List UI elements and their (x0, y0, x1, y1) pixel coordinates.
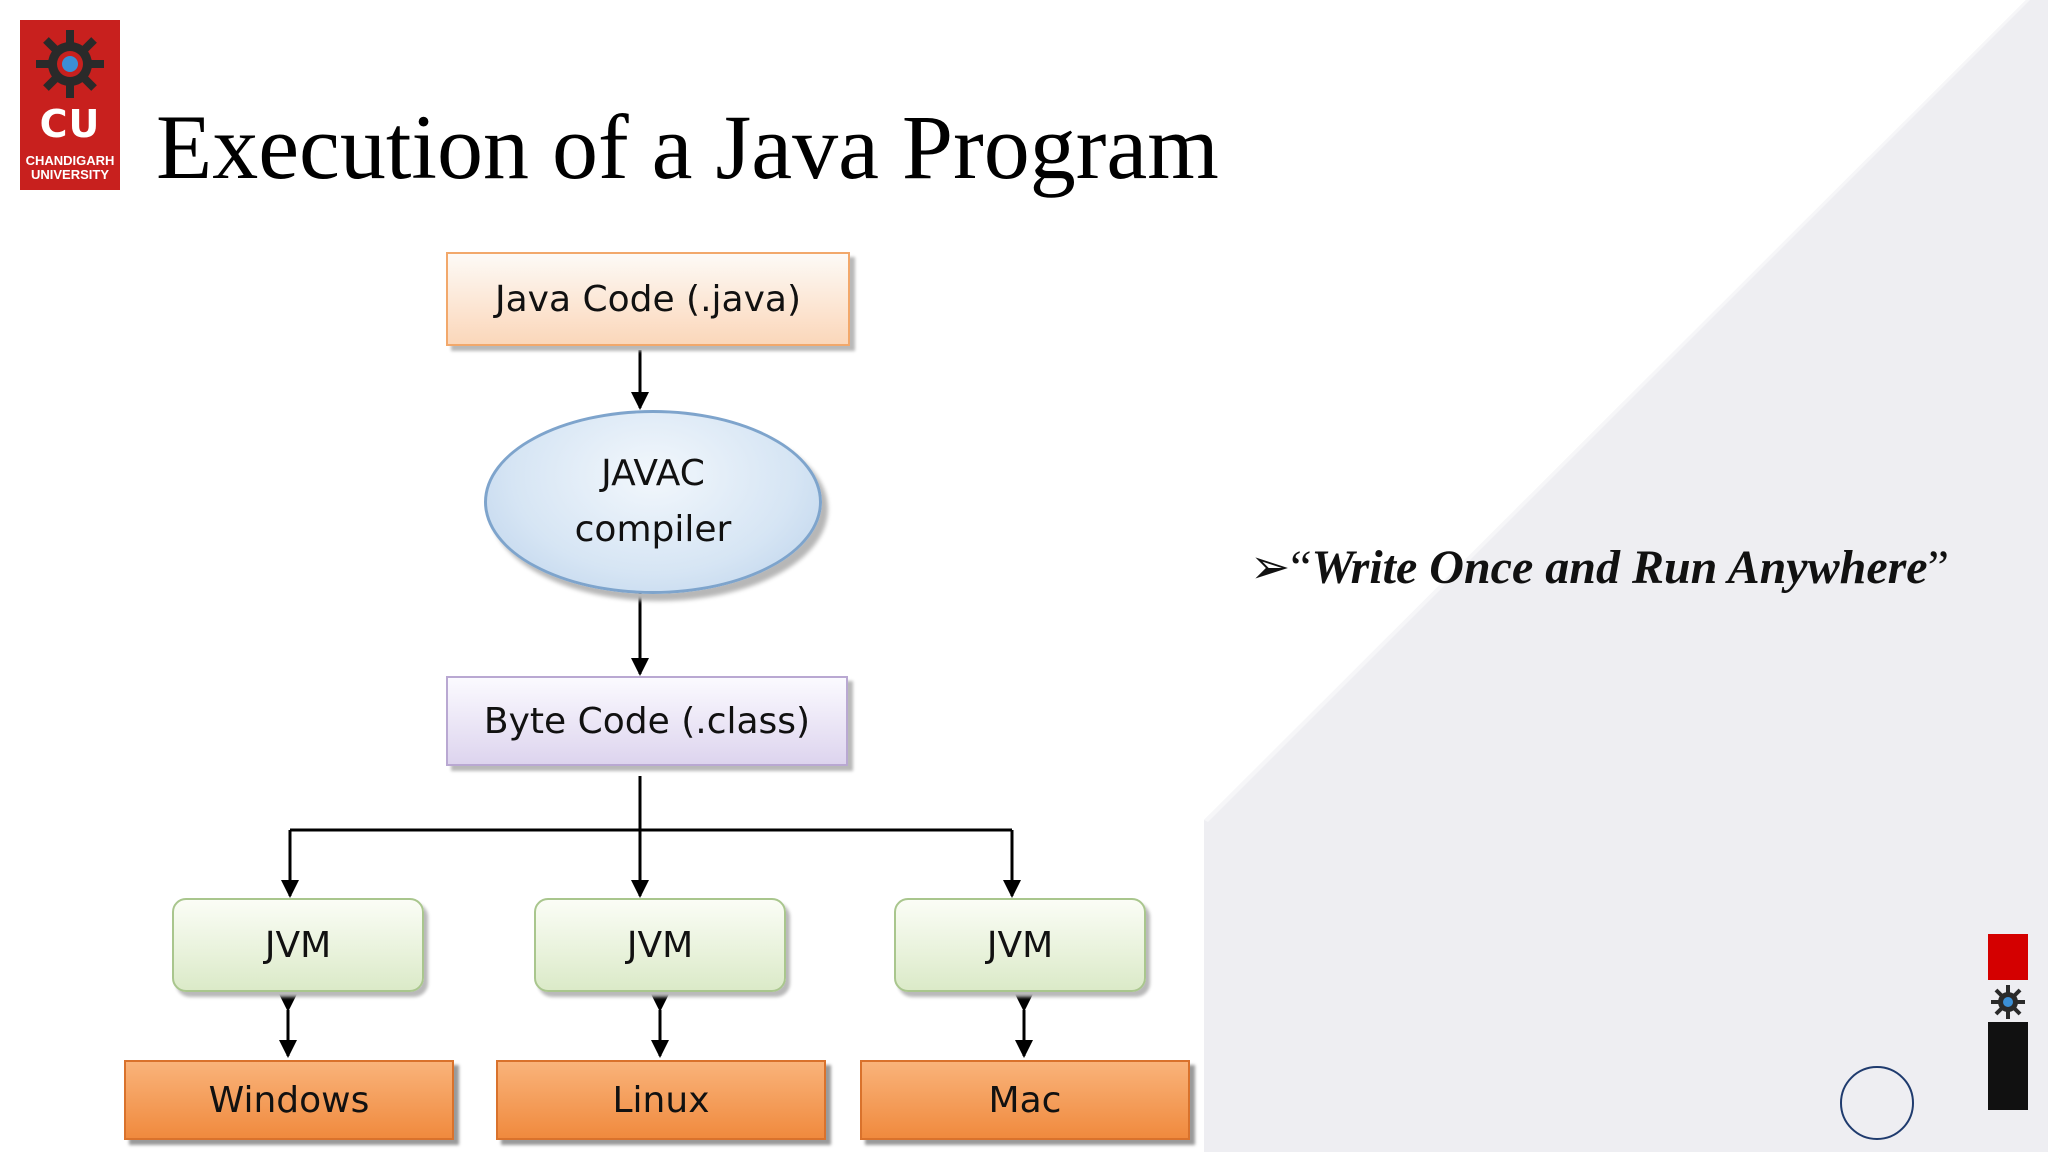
university-logo: CU CHANDIGARH UNIVERSITY (20, 20, 120, 190)
source-code-box: Java Code (.java) (446, 252, 850, 346)
slogan-open-quote: “ (1290, 541, 1312, 594)
logo-name-line1: CHANDIGARH (25, 153, 115, 168)
gear-icon (36, 30, 104, 98)
arrow-bullet-icon: ➢ (1250, 541, 1291, 594)
side-gear-icon (1991, 985, 2025, 1019)
logo-abbreviation: CU (39, 102, 101, 146)
compiler-label-line1: JAVAC (601, 453, 705, 494)
logo-name: CHANDIGARH UNIVERSITY (20, 154, 120, 182)
slogan-close-quote: ” (1927, 541, 1949, 594)
jvm-box-1: JVM (172, 898, 424, 992)
side-accent-red (1988, 934, 2028, 980)
jvm-box-3: JVM (894, 898, 1146, 992)
platform-box-mac: Mac (860, 1060, 1190, 1140)
compiler-label-line2: compiler (574, 509, 732, 550)
platform-box-windows: Windows (124, 1060, 454, 1140)
logo-name-line2: UNIVERSITY (30, 167, 109, 182)
slogan-text: Write Once and Run Anywhere (1311, 541, 1928, 594)
side-accent-black (1988, 1022, 2028, 1110)
nav-circle-icon[interactable] (1840, 1066, 1914, 1140)
slide-title: Execution of a Java Program (156, 96, 1219, 198)
jvm-box-2: JVM (534, 898, 786, 992)
bytecode-box: Byte Code (.class) (446, 676, 848, 766)
slogan-bullet: ➢“Write Once and Run Anywhere” (1250, 538, 1949, 598)
compiler-ellipse: JAVAC compiler (484, 410, 822, 594)
platform-box-linux: Linux (496, 1060, 826, 1140)
